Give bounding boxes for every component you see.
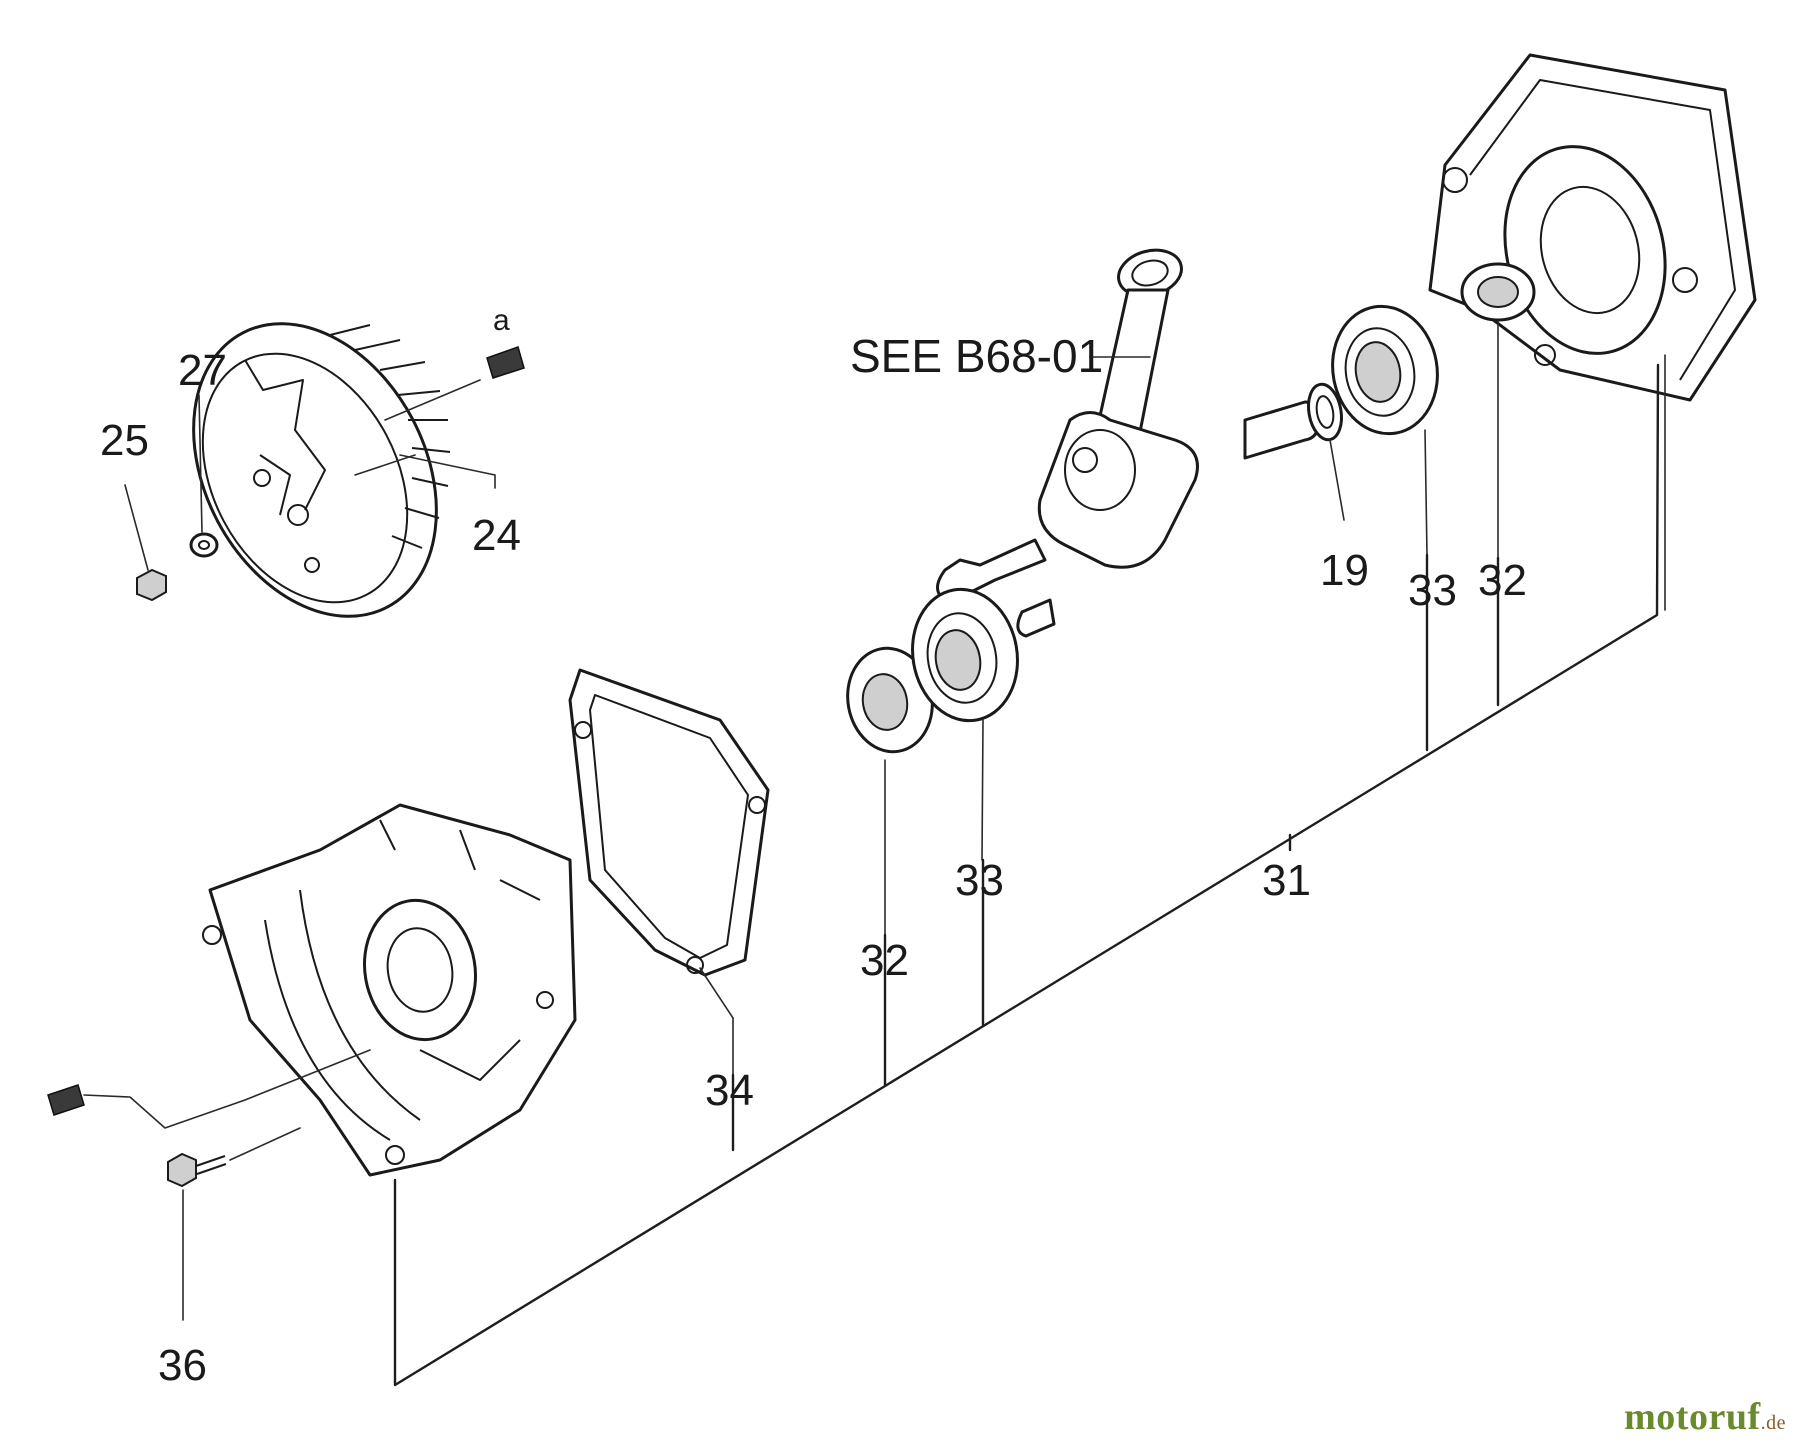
callout-32-right: 32 <box>1478 556 1527 605</box>
watermark-tld: .de <box>1760 1412 1786 1434</box>
bearing-part-33-left <box>911 587 1019 723</box>
callout-a: a <box>493 304 510 337</box>
callout-33-left: 33 <box>955 856 1004 905</box>
callout-19: 19 <box>1320 546 1369 595</box>
gasket-part-34 <box>568 668 770 977</box>
callout-25: 25 <box>100 416 149 465</box>
callout-36: 36 <box>158 1341 207 1390</box>
nut-part-25 <box>136 568 167 602</box>
callout-33-right: 33 <box>1408 566 1457 615</box>
bearing-part-33-right <box>1331 304 1439 436</box>
washer-part-27 <box>189 532 219 558</box>
watermark-logo: motoruf.de <box>1624 1395 1786 1439</box>
seal-part-32-left <box>846 646 934 754</box>
callout-27: 27 <box>178 346 227 395</box>
crankshaft-assembly <box>936 248 1321 638</box>
arrow-marker-left <box>47 1084 85 1116</box>
flywheel-part-24 <box>192 322 451 618</box>
bolt-part-36 <box>167 1152 227 1188</box>
callout-24: 24 <box>472 511 521 560</box>
crankcase-left-half <box>202 803 577 1177</box>
callout-34: 34 <box>705 1066 754 1115</box>
crankcase-right-half <box>1428 53 1757 402</box>
arrow-marker-a <box>486 346 525 379</box>
callout-32-left: 32 <box>860 936 909 985</box>
reference-label: SEE B68-01 <box>850 330 1103 382</box>
callout-31: 31 <box>1262 856 1311 905</box>
watermark-brand: motoruf <box>1624 1396 1761 1438</box>
